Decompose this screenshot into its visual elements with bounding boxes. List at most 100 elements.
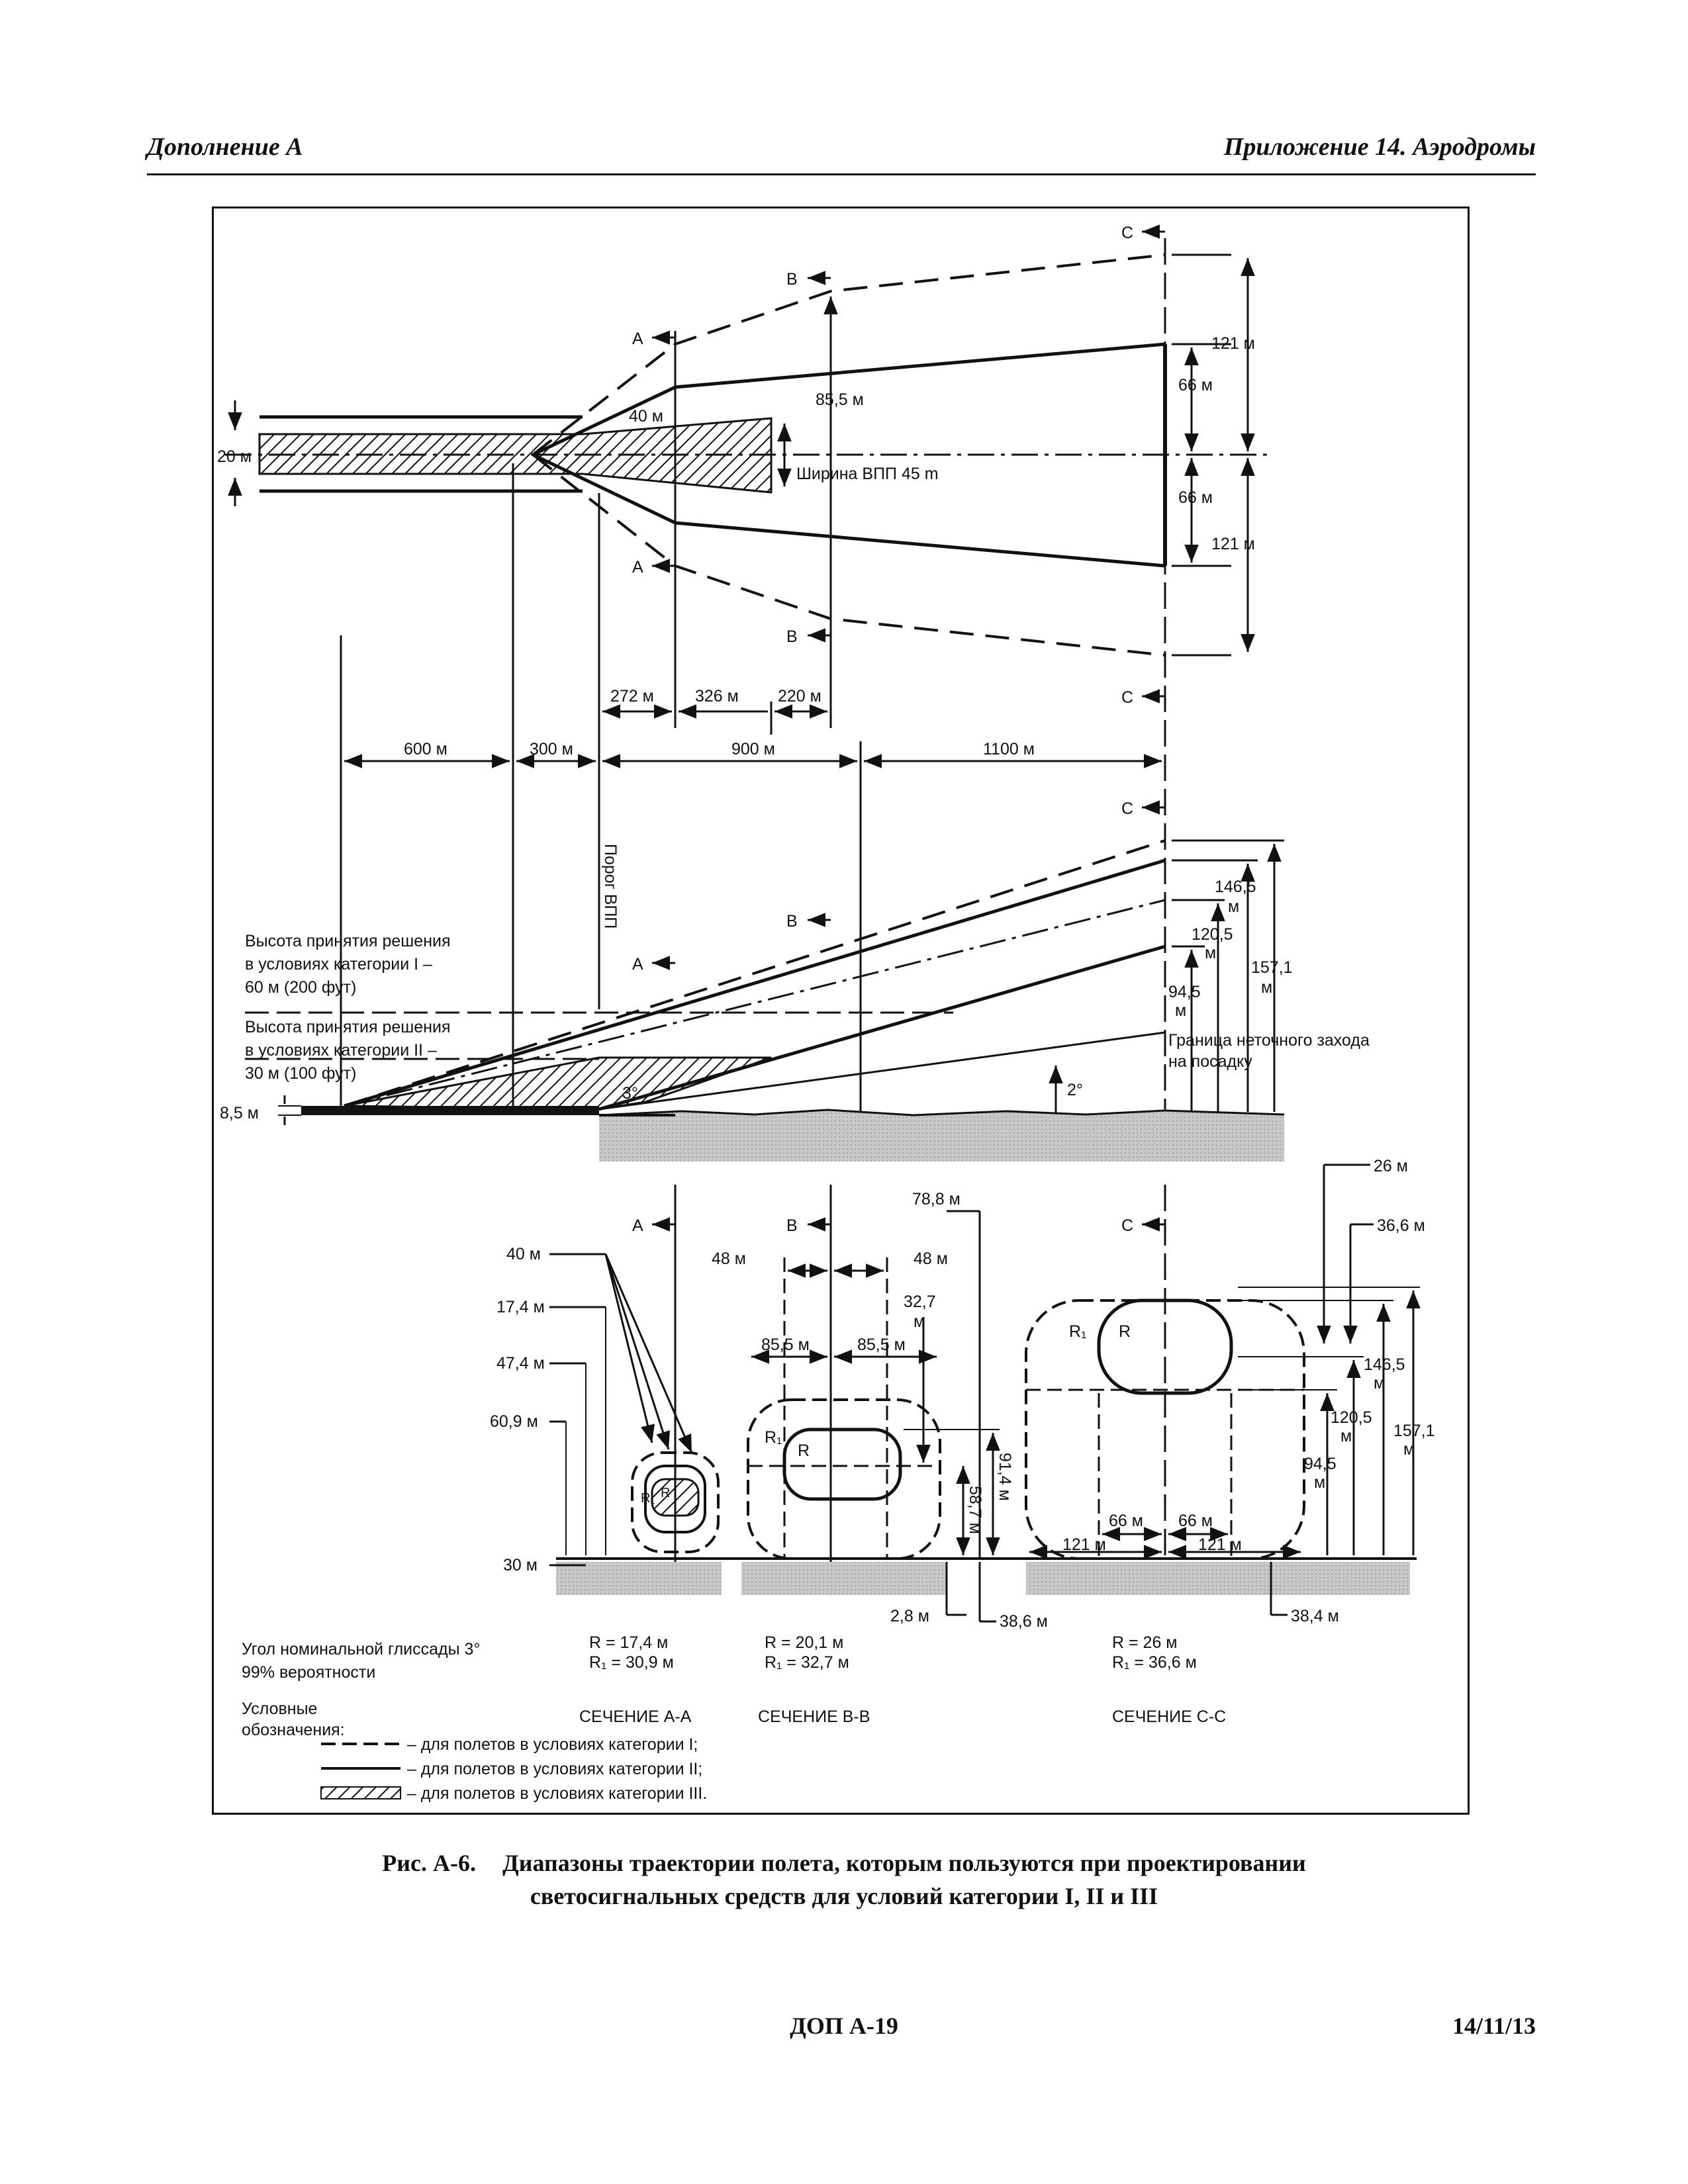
dim-272-label: 272 м [610,687,654,705]
h-120-5-unit: м [1205,944,1216,962]
cat3-profile-zone [344,1056,772,1111]
cat1-plan-lower [532,453,1166,657]
bb-label-48-left: 48 м [712,1250,746,1268]
legend-title-line1: Условные [242,1700,317,1718]
aa-label-40: 40 м [506,1245,541,1263]
cc-r1-mark: R₁ [1069,1322,1087,1341]
glide-note: Угол номинальной глиссады 3° [242,1640,480,1659]
caption-line1: Диапазоны траектории полета, которым пол… [502,1850,1306,1876]
legend-title-line2: обозначения: [242,1721,345,1739]
h-157-1-num: 157,1 [1251,958,1293,977]
cc-label-121-left: 121 м [1062,1535,1106,1554]
dh-cat2-line1: Высота принятия решения [245,1018,451,1036]
upper-66-label: 66 м [1178,376,1213,394]
section-c-cross: C [1121,1216,1133,1235]
cc-label-121-right: 121 м [1198,1535,1242,1554]
cat2-profile-top [344,858,1166,1108]
dh-cat1-line1: Высота принятия решения [245,932,451,950]
header-appendix: Дополнение А [147,133,303,161]
half-85-5-label: 85,5 м [816,390,864,409]
width-40-label: 40 м [629,407,663,426]
bb-label-32-7: 32,7 [904,1293,936,1311]
dh-cat2-line3: 30 м (100 фут) [245,1064,356,1083]
cc-title: СЕЧЕНИЕ С-С [1112,1707,1226,1726]
ground-section-b [741,1562,947,1595]
threshold-label: Порог ВПП [601,844,620,929]
bb-label-48-right: 48 м [914,1250,948,1268]
bb-label-2-8: 2,8 м [890,1607,929,1625]
bb-label-32-7-unit: м [914,1312,925,1331]
page-date: 14/11/13 [1452,2013,1536,2039]
legend-cat3-swatch [320,1786,401,1799]
cc-h-94-5: 94,5 [1304,1455,1336,1473]
dim-300-label: 300 м [530,740,573,758]
aa-label-47-4: 47,4 м [496,1354,545,1373]
profile-view: Порог ВПП Высота принятия решения в усло… [220,799,1370,1161]
cc-r-value: R = 26 м [1112,1633,1178,1652]
figure-frame [212,206,1470,1815]
cc-h-157-1-unit: м [1403,1440,1415,1459]
cat2-profile-bottom [598,944,1166,1111]
h-146-5-unit: м [1228,897,1239,916]
aa-label-17-4: 17,4 м [496,1298,545,1316]
section-c-top: C [1121,224,1133,242]
cat1-section-b [747,1398,941,1560]
cc-h-120-5: 120,5 [1331,1408,1372,1427]
cc-label-66-right: 66 м [1178,1512,1213,1530]
angle-3-label: 3° [622,1084,638,1103]
aa-label-30: 30 м [503,1556,538,1574]
section-b-bottom: B [786,627,798,646]
angle-2-label: 2° [1067,1081,1083,1099]
cc-r-mark: R [1119,1322,1131,1341]
cc-label-38-4: 38,4 м [1291,1607,1339,1625]
dh-cat1-line2: в условиях категории I – [245,955,432,974]
bb-label-91-4: 91,4 м [996,1453,1014,1501]
width-20-label: 20 м [217,447,252,466]
probability-note: 99% вероятности [242,1663,375,1682]
dh-cat1-line3: 60 м (200 фут) [245,978,356,997]
bb-r1-mark: R₁ [765,1428,782,1447]
cc-label-36-6: 36,6 м [1377,1216,1425,1235]
dim-900-label: 900 м [731,740,775,758]
cc-h-120-5-unit: м [1340,1427,1352,1445]
page-number: ДОП А-19 [790,2013,898,2039]
approach-diagram: 20 м 40 м Ширина ВПП 45 m 85,5 м 121 м 6… [217,224,1435,1803]
header-annex: Приложение 14. Аэродромы [1223,133,1536,161]
dim-600-label: 600 м [404,740,447,758]
aa-r1-mark: R₁ [641,1491,655,1506]
legend-cat3-text: – для полетов в условиях категории III. [407,1784,707,1803]
cc-r1-value: R₁ = 36,6 м [1112,1653,1197,1672]
bb-r1-value: R₁ = 32,7 м [765,1653,849,1672]
caption-number: Рис. А-6. [382,1850,476,1876]
ground-profile [599,1110,1284,1161]
bb-title: СЕЧЕНИЕ В-В [758,1707,870,1726]
aa-title: СЕЧЕНИЕ А-А [579,1707,692,1726]
section-b-profile: B [786,912,798,931]
cc-h-146-5: 146,5 [1364,1355,1405,1374]
section-b-cross: B [786,1216,798,1235]
aa-r-value: R = 17,4 м [589,1633,668,1652]
h-157-1-unit: м [1261,978,1272,997]
h-120-5-num: 120,5 [1192,925,1233,944]
aa-label-60-9: 60,9 м [490,1412,538,1431]
bb-label-38-6: 38,6 м [1000,1612,1048,1631]
cc-label-66-left: 66 м [1109,1512,1143,1530]
cross-sections: A 40 м 17,4 м 47,4 м 60,9 м 30 м R R₁ B … [490,1157,1435,1726]
bb-label-85-5-left: 85,5 м [761,1336,810,1354]
lower-66-label: 66 м [1178,488,1213,507]
bb-label-85-5-right: 85,5 м [857,1336,906,1354]
missed-approach-slope [598,1031,1166,1111]
section-c-profile: C [1121,799,1133,818]
runway-width-label: Ширина ВПП 45 m [796,465,939,483]
section-a-cross: A [632,1216,643,1235]
cat1-plan-upper [532,253,1166,456]
missed-approach-line1: Граница неточного захода [1168,1031,1370,1050]
section-a-bottom: A [632,558,643,576]
legend-cat2-text: – для полетов в условиях категории II; [407,1760,702,1778]
h-94-5-num: 94,5 [1168,983,1201,1001]
aa-r1-value: R₁ = 30,9 м [589,1653,674,1672]
cc-h-146-5-unit: м [1374,1374,1385,1392]
cat2-section-b [782,1428,902,1501]
section-b-top: B [786,270,798,289]
figure-caption: Рис. А-6. Диапазоны траектории полета, ко… [0,1846,1688,1913]
